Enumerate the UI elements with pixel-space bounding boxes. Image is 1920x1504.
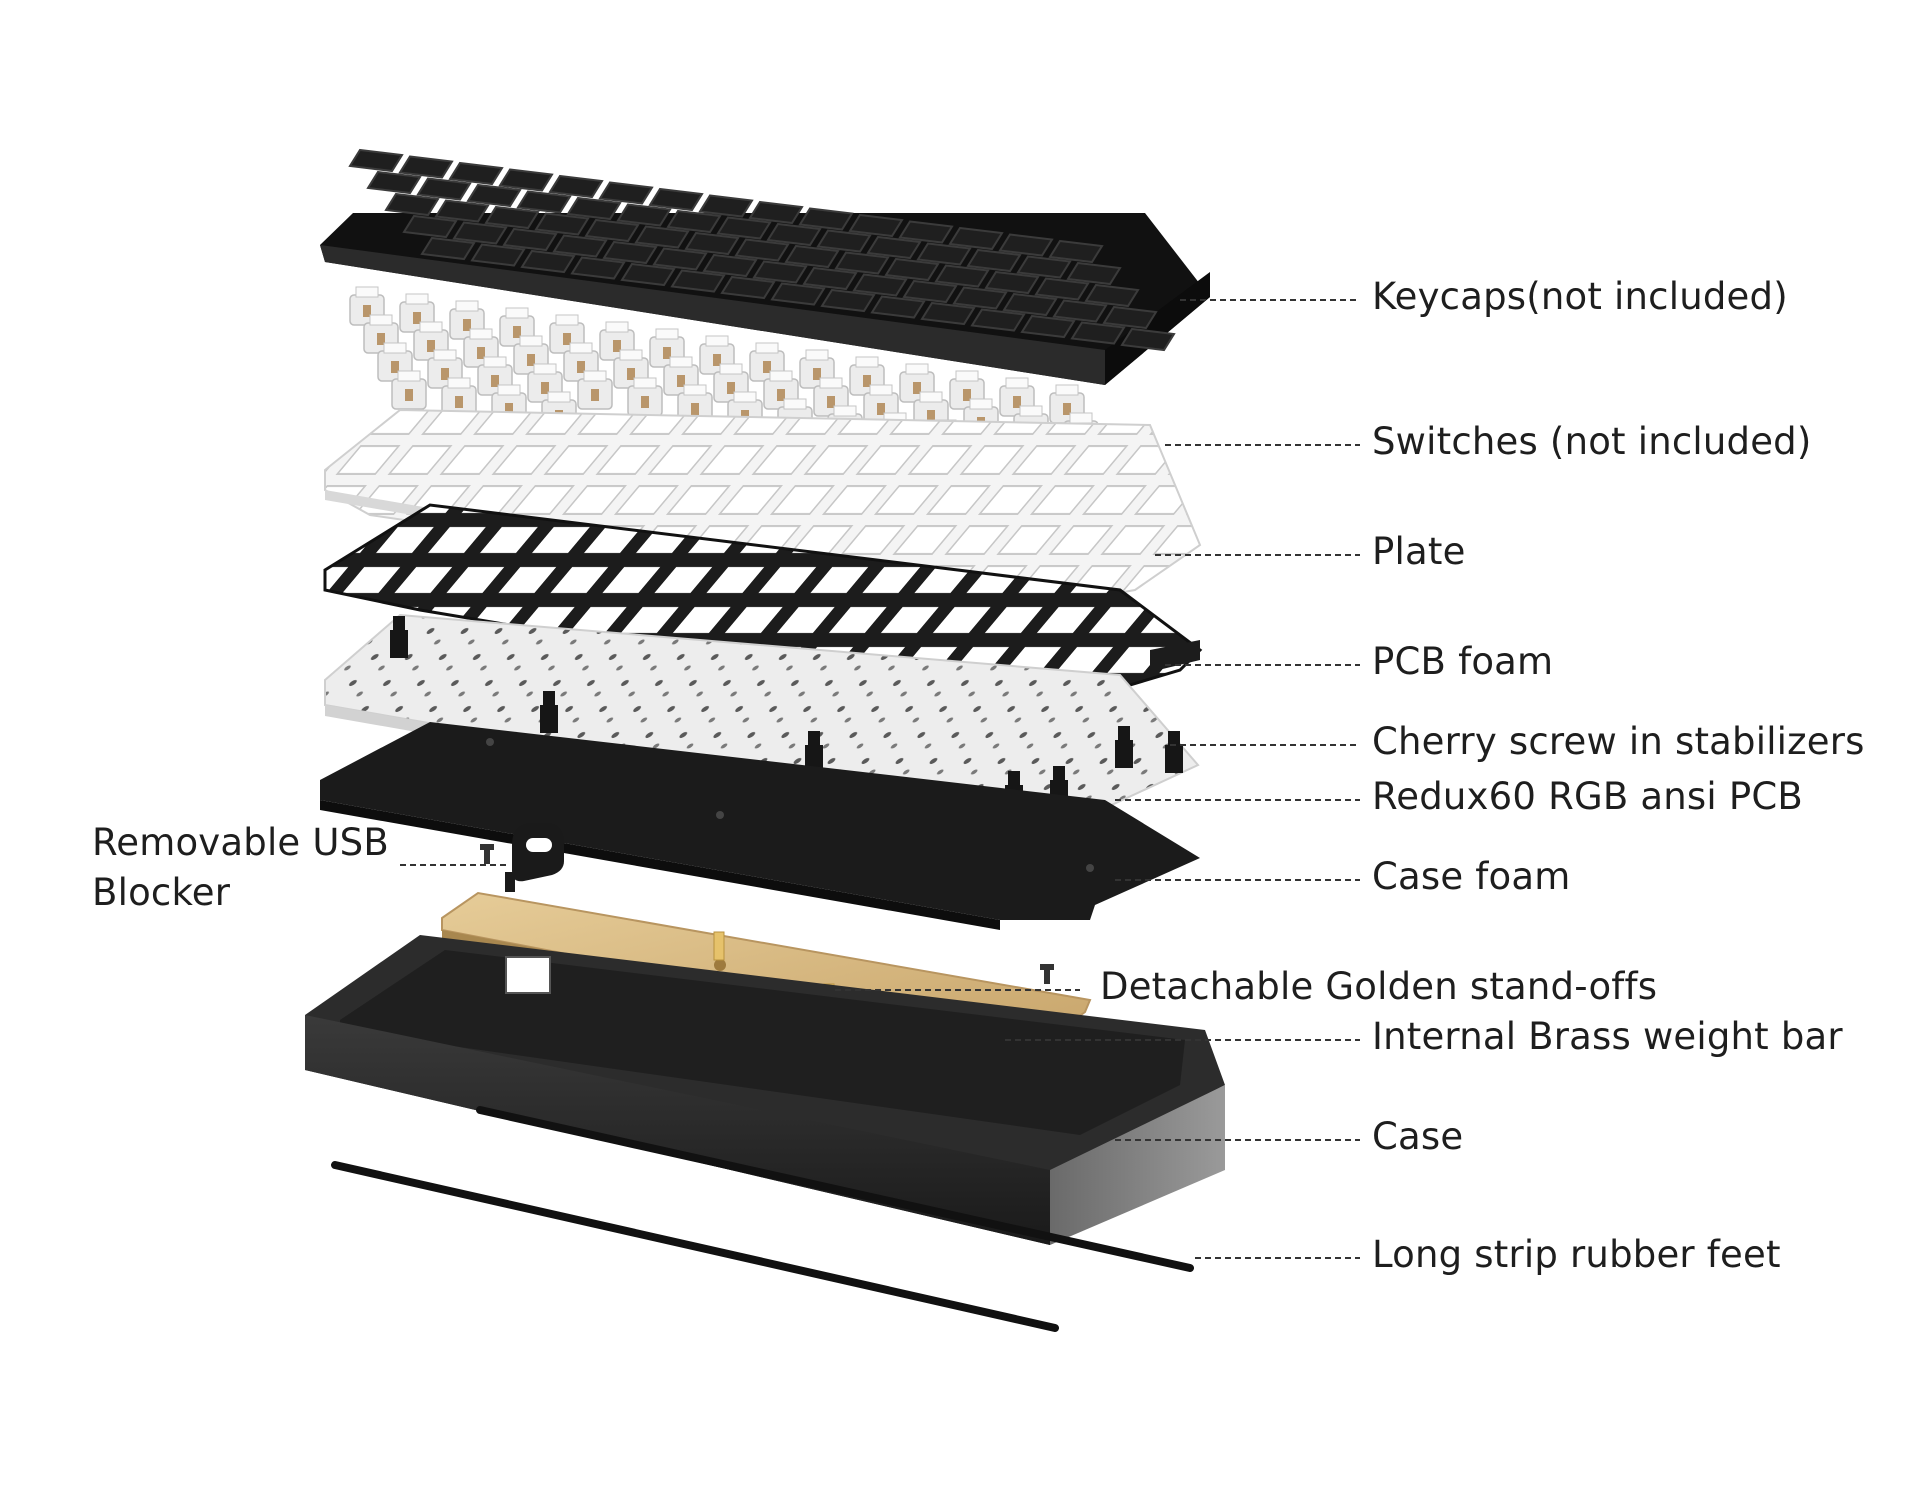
keycap bbox=[1068, 263, 1120, 284]
keycap bbox=[1072, 323, 1124, 344]
keycap bbox=[804, 268, 856, 289]
keycap bbox=[900, 222, 952, 243]
keycap bbox=[886, 259, 938, 280]
keycap bbox=[1054, 301, 1106, 322]
keycap bbox=[1018, 257, 1070, 278]
keycap bbox=[472, 245, 524, 266]
keycap bbox=[536, 214, 588, 235]
keycap bbox=[522, 251, 574, 272]
keycap bbox=[954, 288, 1006, 309]
label-keycaps: Keycaps(not included) bbox=[1372, 272, 1788, 322]
keycap bbox=[736, 240, 788, 261]
case-part bbox=[305, 935, 1225, 1245]
keycap bbox=[800, 209, 852, 230]
keycap bbox=[350, 150, 402, 171]
label-standoffs: Detachable Golden stand-offs bbox=[1100, 962, 1657, 1012]
keycap bbox=[568, 198, 620, 219]
keycap bbox=[386, 194, 438, 215]
keycap bbox=[836, 253, 888, 274]
keycap bbox=[1022, 316, 1074, 337]
keycap bbox=[950, 228, 1002, 249]
keycap bbox=[850, 215, 902, 236]
keycap bbox=[936, 266, 988, 287]
label-weight-bar: Internal Brass weight bar bbox=[1372, 1012, 1843, 1062]
keycap bbox=[550, 176, 602, 197]
keycap bbox=[772, 284, 824, 305]
label-rubber-feet: Long strip rubber feet bbox=[1372, 1230, 1781, 1280]
keycap bbox=[904, 281, 956, 302]
label-pcb-foam: PCB foam bbox=[1372, 637, 1553, 687]
keycap bbox=[1036, 279, 1088, 300]
keycap bbox=[418, 179, 470, 200]
label-case: Case bbox=[1372, 1112, 1463, 1162]
keycap bbox=[722, 277, 774, 298]
keycap bbox=[918, 244, 970, 265]
keycap bbox=[436, 201, 488, 222]
keycap bbox=[486, 207, 538, 228]
keycap bbox=[668, 211, 720, 232]
label-usb-blocker: Removable USB Blocker bbox=[92, 818, 422, 918]
keycap bbox=[518, 192, 570, 213]
keycap bbox=[968, 250, 1020, 271]
keycap bbox=[600, 183, 652, 204]
keycap bbox=[768, 224, 820, 245]
keycap bbox=[854, 275, 906, 296]
keycap bbox=[1104, 307, 1156, 328]
keycap bbox=[586, 220, 638, 241]
keycap bbox=[1122, 329, 1174, 350]
keycap bbox=[686, 233, 738, 254]
keycap bbox=[704, 255, 756, 276]
label-case-foam: Case foam bbox=[1372, 852, 1571, 902]
label-switches: Switches (not included) bbox=[1372, 417, 1812, 467]
keycap bbox=[636, 227, 688, 248]
keycap bbox=[422, 238, 474, 259]
keycap bbox=[754, 262, 806, 283]
keycap bbox=[1004, 294, 1056, 315]
keycap bbox=[750, 202, 802, 223]
keycap bbox=[986, 272, 1038, 293]
keycap bbox=[1086, 285, 1138, 306]
keycap bbox=[500, 170, 552, 191]
keycap bbox=[468, 185, 520, 206]
label-plate: Plate bbox=[1372, 527, 1466, 577]
keycap bbox=[818, 231, 870, 252]
label-stabilizers: Cherry screw in stabilizers bbox=[1372, 717, 1865, 767]
keycap bbox=[868, 237, 920, 258]
keycap bbox=[922, 303, 974, 324]
keycap bbox=[454, 223, 506, 244]
keycap bbox=[972, 310, 1024, 331]
keycap bbox=[572, 258, 624, 279]
keycap bbox=[404, 216, 456, 237]
keycap bbox=[1050, 241, 1102, 262]
keycap bbox=[400, 157, 452, 178]
keycap bbox=[718, 218, 770, 239]
keycap bbox=[554, 236, 606, 257]
keycap bbox=[368, 172, 420, 193]
keycap bbox=[822, 290, 874, 311]
keycap bbox=[672, 271, 724, 292]
keycap bbox=[618, 205, 670, 226]
keycap bbox=[450, 163, 502, 184]
keycap bbox=[1000, 235, 1052, 256]
keycap bbox=[622, 264, 674, 285]
keycap bbox=[650, 189, 702, 210]
keycap bbox=[700, 196, 752, 217]
keycap bbox=[654, 249, 706, 270]
keycap bbox=[872, 297, 924, 318]
keycap bbox=[504, 229, 556, 250]
keycap bbox=[786, 246, 838, 267]
keycap bbox=[604, 242, 656, 263]
label-pcb: Redux60 RGB ansi PCB bbox=[1372, 772, 1803, 822]
